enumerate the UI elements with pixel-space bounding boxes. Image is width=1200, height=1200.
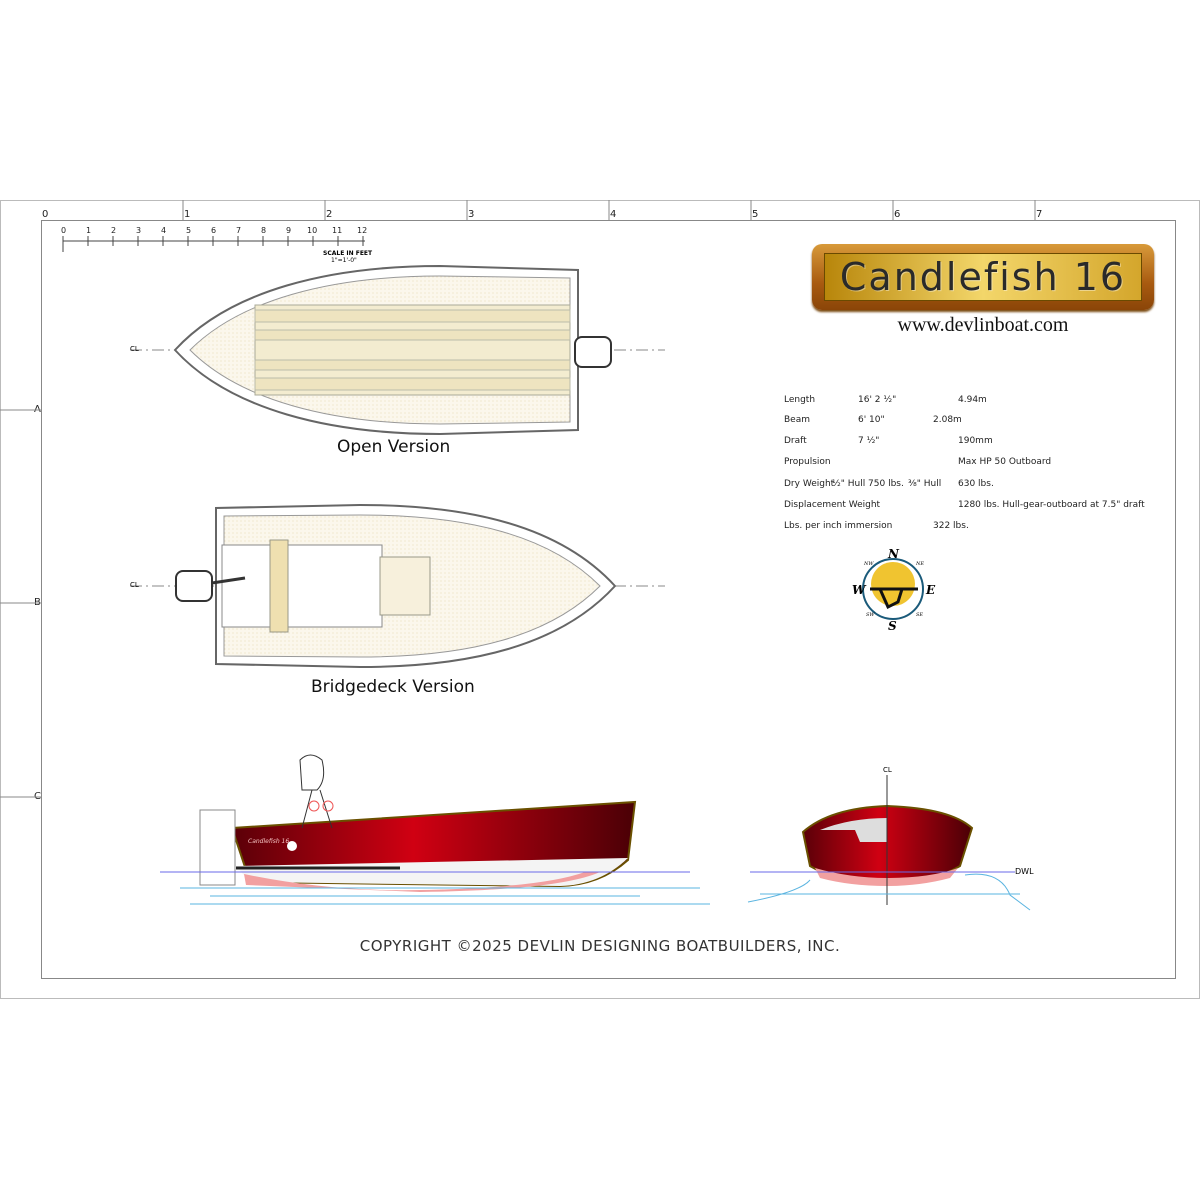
waterline xyxy=(160,871,1031,911)
ruler-label: 6 xyxy=(894,209,901,220)
scale-tick: 8 xyxy=(261,226,267,235)
spec-label: Dry Weight xyxy=(784,479,835,489)
ruler-label: 2 xyxy=(326,209,333,220)
spec-metric: 1280 lbs. Hull-gear-outboard at 7.5" dra… xyxy=(958,500,1145,510)
spec-label: Propulsion xyxy=(784,457,831,467)
dwl-label: DWL xyxy=(1015,867,1034,876)
profile-view xyxy=(199,754,637,892)
scale-tick: 3 xyxy=(136,226,142,235)
title-plaque: Candlefish 16 xyxy=(812,244,1154,310)
spec-imperial: 7 ½" xyxy=(858,436,880,446)
compass-ne: NE xyxy=(916,561,925,567)
scale-bar xyxy=(62,236,365,252)
centerline-label: CL xyxy=(130,581,139,589)
ruler-label: 5 xyxy=(752,209,759,220)
copyright-notice: COPYRIGHT ©2025 DEVLIN DESIGNING BOATBUI… xyxy=(359,937,841,955)
compass-n: N xyxy=(888,547,899,561)
scale-tick: 7 xyxy=(236,226,242,235)
spec-label: Length xyxy=(784,395,816,405)
spec-metric: 2.08m xyxy=(933,415,962,425)
spec-imperial: 16' 2 ½" xyxy=(858,395,897,405)
scale-tick: 5 xyxy=(186,226,192,235)
scale-tick: 11 xyxy=(332,226,343,235)
scale-tick: 4 xyxy=(161,226,167,235)
spec-label: Beam xyxy=(784,415,810,425)
spec-metric: 630 lbs. xyxy=(958,479,994,489)
scale-tick: 9 xyxy=(286,226,292,235)
website-url[interactable]: www.devlinboat.com xyxy=(897,314,1069,336)
compass-sw: SW xyxy=(866,612,875,618)
scale-tick: 0 xyxy=(61,226,67,235)
compass-e: E xyxy=(926,583,936,597)
compass-rose xyxy=(862,558,924,620)
ruler-label: 1 xyxy=(184,209,191,220)
spec-label: Draft xyxy=(784,436,807,446)
scale-ratio: 1"=1'-0" xyxy=(331,257,357,264)
scale-tick: 10 xyxy=(307,226,318,235)
scale-tick: 6 xyxy=(211,226,217,235)
compass-se: SE xyxy=(916,612,924,618)
ruler-label: 0 xyxy=(42,209,49,220)
compass-w: W xyxy=(852,583,866,597)
boat-title: Candlefish 16 xyxy=(839,255,1127,299)
spec-imperial: 322 lbs. xyxy=(933,521,969,531)
spec-metric: Max HP 50 Outboard xyxy=(958,457,1052,467)
centerline-label: CL xyxy=(883,766,892,774)
section-view xyxy=(801,775,974,905)
spec-label: Lbs. per inch immersion xyxy=(784,521,893,531)
spec-metric: 190mm xyxy=(958,436,993,446)
open-version-plan xyxy=(130,264,665,436)
ruler-label: 7 xyxy=(1036,209,1043,220)
bridgedeck-version-caption: Bridgedeck Version xyxy=(311,677,475,697)
scale-tick: 1 xyxy=(86,226,92,235)
scale-tick: 2 xyxy=(111,226,117,235)
spec-imperial: 6' 10" xyxy=(858,415,885,425)
ruler-label: 4 xyxy=(610,209,617,220)
centerline-label: CL xyxy=(130,345,139,353)
open-version-caption: Open Version xyxy=(337,437,451,457)
bridgedeck-version-plan xyxy=(130,503,665,669)
spec-metric: 4.94m xyxy=(958,395,987,405)
hull-name-graphic: Candlefish 16 xyxy=(248,838,290,845)
ruler-label: 3 xyxy=(468,209,475,220)
compass-s: S xyxy=(888,619,897,633)
drawing-border xyxy=(41,220,1176,979)
spec-label: Displacement Weight xyxy=(784,500,881,510)
compass-nw: NW xyxy=(864,561,874,567)
spec-imperial: ½" Hull 750 lbs. xyxy=(832,479,904,489)
spec-mid: ⅜" Hull xyxy=(908,479,942,489)
scale-title: SCALE IN FEET xyxy=(323,250,373,257)
scale-tick: 12 xyxy=(357,226,368,235)
